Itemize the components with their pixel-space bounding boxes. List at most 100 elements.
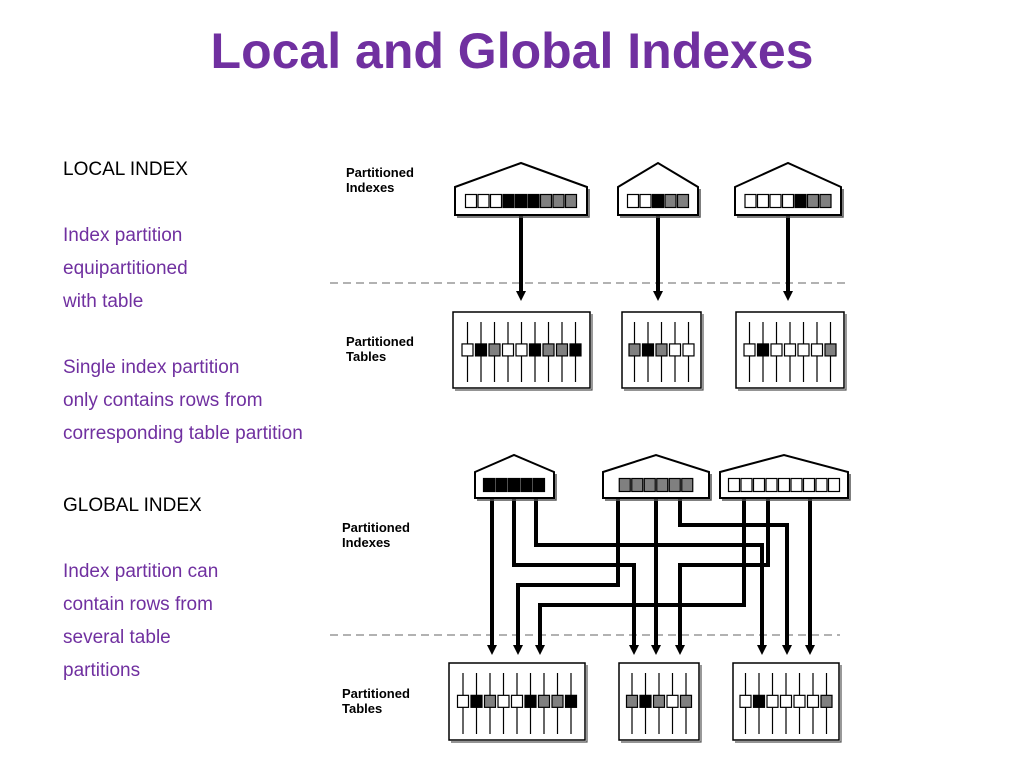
- local-table-partition: [621, 311, 704, 391]
- local-text-line: Single index partition: [63, 357, 240, 378]
- table-partition-shadow: [738, 314, 847, 391]
- table-row-cell: [666, 694, 679, 708]
- table-row-cell: [752, 694, 766, 708]
- table-row-cell: [528, 343, 542, 357]
- global-index-text: GLOBAL INDEX Index partition can contain…: [63, 489, 363, 687]
- local-indexes-label-line1: Partitioned: [346, 165, 414, 180]
- global-tables-label-line2: Tables: [342, 701, 382, 716]
- global-index-partition: [474, 453, 557, 501]
- global-text-line: Index partition can: [63, 561, 219, 582]
- local-table-partition: [452, 311, 593, 391]
- table-row-cell: [810, 343, 824, 357]
- local-tables-label-line1: Partitioned: [346, 334, 414, 349]
- table-partition-shadow: [735, 665, 842, 743]
- table-row-cell: [806, 694, 820, 708]
- table-row-cell: [483, 694, 497, 708]
- table-row-cell: [461, 343, 474, 357]
- table-row-cell: [743, 343, 756, 357]
- index-entry-cell: [527, 193, 540, 209]
- global-routing-lines: [487, 498, 815, 655]
- table-row-cell: [524, 694, 537, 708]
- index-entry-cell: [806, 193, 820, 209]
- local-text-line: only contains rows from: [63, 390, 263, 411]
- index-entry-cell: [756, 193, 770, 209]
- index-entry-cell: [639, 193, 652, 209]
- table-row-cell: [682, 343, 695, 357]
- global-table-partition: [732, 662, 842, 743]
- index-entry-cell: [618, 477, 631, 493]
- local-text-line: corresponding table partition: [63, 423, 303, 444]
- index-entry-cell: [664, 193, 677, 209]
- table-row-cell: [456, 694, 470, 708]
- index-node-shadow: [605, 474, 712, 501]
- index-entry-cell: [777, 477, 791, 493]
- index-node-shadow: [620, 189, 701, 218]
- local-index-text: LOCAL INDEX Index partition equipartitio…: [63, 153, 363, 450]
- index-entry-cell: [656, 477, 669, 493]
- table-partition-shadow: [451, 665, 588, 743]
- index-entry-cell: [477, 193, 490, 209]
- index-entry-cell: [681, 477, 694, 493]
- index-entry-cell: [781, 193, 795, 209]
- table-row-cell: [542, 343, 555, 357]
- global-route: [513, 498, 620, 655]
- table-row-cell: [770, 343, 783, 357]
- global-route: [534, 498, 767, 655]
- index-node-shadow: [737, 189, 844, 218]
- slide-title: Local and Global Indexes: [210, 23, 814, 79]
- global-route: [535, 498, 746, 655]
- table-row-cell: [470, 694, 483, 708]
- table-row-cell: [497, 694, 510, 708]
- table-row-cell: [639, 694, 652, 708]
- index-entry-cell: [769, 193, 782, 209]
- index-entry-cell: [464, 193, 478, 209]
- local-table-partition: [735, 311, 847, 391]
- table-partition-shadow: [621, 665, 702, 743]
- global-table-partition: [448, 662, 588, 743]
- table-row-cell: [628, 343, 641, 357]
- table-row-cell: [569, 343, 582, 357]
- index-entry-cell: [507, 477, 521, 493]
- index-entry-cell: [631, 477, 644, 493]
- table-row-cell: [564, 694, 578, 708]
- table-row-cell: [679, 694, 693, 708]
- table-row-cell: [551, 694, 564, 708]
- index-node-shadow: [722, 474, 851, 501]
- index-node-shadow: [457, 189, 590, 218]
- table-row-cell: [797, 343, 810, 357]
- table-partition-shadow: [624, 314, 704, 391]
- index-entry-cell: [765, 477, 778, 493]
- table-row-cell: [793, 694, 806, 708]
- index-entry-cell: [819, 193, 832, 209]
- local-index-heading: LOCAL INDEX: [63, 159, 188, 180]
- index-entry-cell: [794, 193, 807, 209]
- table-row-cell: [668, 343, 682, 357]
- index-entry-cell: [815, 477, 828, 493]
- index-entry-cell: [502, 193, 515, 209]
- table-row-cell: [641, 343, 655, 357]
- index-entry-cell: [651, 193, 665, 209]
- local-text-line: Index partition: [63, 225, 183, 246]
- table-row-cell: [555, 343, 569, 357]
- global-text-line: partitions: [63, 660, 141, 681]
- index-entry-cell: [676, 193, 690, 209]
- global-tables-label-line1: Partitioned: [342, 686, 410, 701]
- global-indexes-label-line2: Indexes: [342, 535, 390, 550]
- global-indexes-label-line1: Partitioned: [342, 520, 410, 535]
- table-row-cell: [474, 343, 488, 357]
- index-entry-cell: [740, 477, 753, 493]
- table-row-cell: [510, 694, 524, 708]
- global-index-heading: GLOBAL INDEX: [63, 495, 202, 516]
- table-row-cell: [625, 694, 639, 708]
- index-entry-cell: [668, 477, 681, 493]
- table-row-cell: [501, 343, 515, 357]
- table-row-cell: [652, 694, 666, 708]
- local-tables-label-line2: Tables: [346, 349, 386, 364]
- index-entry-cell: [552, 193, 565, 209]
- global-text-line: several table: [63, 627, 171, 648]
- global-route: [675, 498, 770, 655]
- index-entry-cell: [827, 477, 841, 493]
- index-entry-cell: [727, 477, 741, 493]
- table-row-cell: [783, 343, 797, 357]
